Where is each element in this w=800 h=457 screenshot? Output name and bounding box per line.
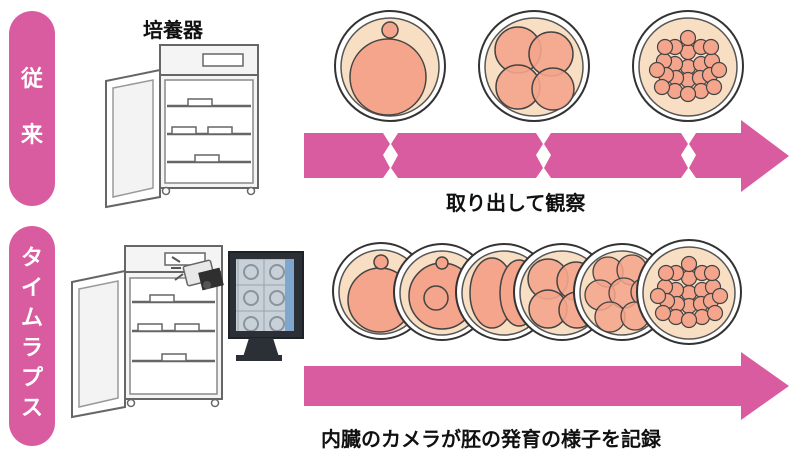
morula-cell bbox=[657, 264, 675, 282]
timelapse-caption: 内臓のカメラが胚の発育の様子を記録 bbox=[321, 427, 661, 451]
morula-cell bbox=[653, 78, 671, 96]
conventional-label-char: 従 bbox=[20, 67, 43, 92]
morula-cell bbox=[711, 287, 729, 305]
morula-cell bbox=[654, 304, 672, 322]
morula-cell bbox=[705, 78, 723, 96]
conventional-label-char: 来 bbox=[20, 123, 43, 148]
morula-cell bbox=[710, 61, 728, 79]
morula-cell bbox=[656, 38, 674, 56]
timelapse-label: タ イ ム ラ プ ス bbox=[9, 226, 55, 446]
embryo-1-cell bbox=[334, 10, 446, 122]
embryo-morula-conventional bbox=[632, 10, 744, 122]
conventional-label: 従 来 bbox=[9, 11, 55, 206]
incubator-label: 培養器 bbox=[143, 18, 203, 42]
timeline-arrow-conventional bbox=[304, 120, 789, 192]
morula-cell bbox=[679, 29, 697, 47]
incubator-conventional bbox=[105, 44, 259, 209]
embryo-4-cell bbox=[478, 10, 590, 122]
timelapse-label-char: プ bbox=[20, 366, 43, 391]
morula-cell bbox=[649, 287, 667, 305]
camera-icon bbox=[171, 256, 224, 291]
monitor bbox=[228, 251, 304, 361]
timelapse-label-char: イ bbox=[20, 276, 43, 301]
morula-cell bbox=[679, 85, 697, 103]
morula-cell bbox=[702, 38, 720, 56]
morula-cell bbox=[680, 311, 698, 329]
tl-embryo-morula bbox=[636, 239, 742, 345]
timelapse-label-char: タ bbox=[20, 246, 43, 271]
timelapse-label-char: ラ bbox=[20, 336, 43, 361]
conventional-caption: 取り出して観察 bbox=[446, 191, 586, 215]
morula-cell bbox=[703, 264, 721, 282]
morula-cell bbox=[648, 61, 666, 79]
timelapse-label-char: ス bbox=[20, 396, 43, 421]
morula-cell bbox=[680, 255, 698, 273]
morula-cell bbox=[706, 304, 724, 322]
timeline-arrow-timelapse bbox=[304, 352, 789, 420]
timelapse-label-char: ム bbox=[20, 306, 43, 331]
